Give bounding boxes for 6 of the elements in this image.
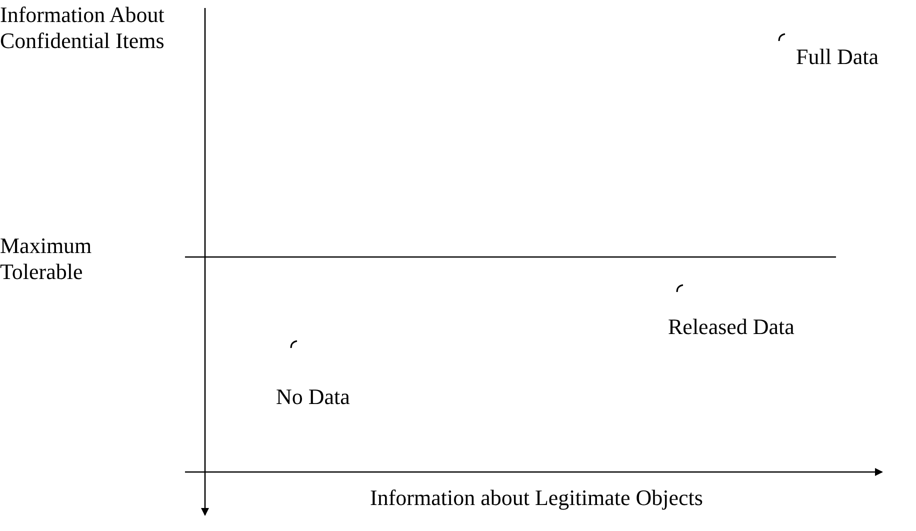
point-label: No Data xyxy=(276,384,351,410)
axis-title: Information About Confidential Items xyxy=(0,2,166,54)
axis-title: Information about Legitimate Objects xyxy=(370,485,704,511)
point-label: Released Data xyxy=(668,314,796,340)
point-label: Full Data xyxy=(796,44,880,70)
threshold-label: Maximum Tolerable xyxy=(0,233,93,285)
